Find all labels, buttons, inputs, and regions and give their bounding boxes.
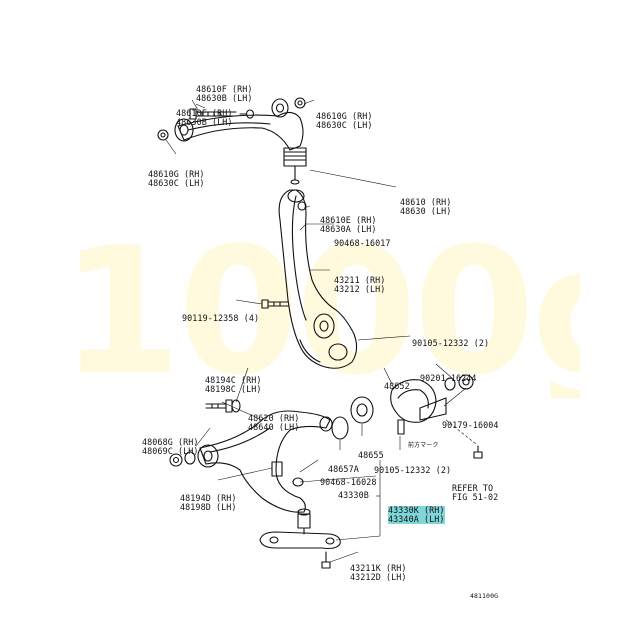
label-lower-arm-asm: 48620 (RH)48640 (LH)	[248, 413, 300, 432]
label-bushing-retainer: 48657A	[328, 464, 359, 474]
diagram-number: 481100G	[470, 592, 499, 600]
label-upper-arm-right: 48610G (RH)48630C (LH)	[316, 111, 373, 130]
label-upper-arm-bolt: 48610F (RH)48630B (LH)	[196, 84, 253, 103]
label-washer-right: 90201-16244	[420, 373, 477, 383]
label-ball-joint: 43330K (RH)43340A (LH)	[388, 488, 445, 542]
upper-bolt-part	[157, 97, 306, 141]
leader-lines	[165, 99, 477, 563]
label-strut-bracket: 48652	[384, 381, 410, 391]
lower-plate-part	[259, 531, 341, 569]
label-ball-joint-sub: 43330B	[338, 490, 369, 500]
stab-link-part	[205, 399, 241, 413]
lower-arm-part	[197, 410, 333, 513]
upper-arm-part	[174, 98, 307, 185]
label-cam-left: 48068G (RH)48069C (LH)	[142, 437, 199, 456]
label-bushing-mid: 48655	[358, 450, 384, 460]
knuckle-bolt-part	[261, 299, 289, 309]
label-lower-arm-bushing: 48194D (RH)48198D (LH)	[180, 493, 237, 512]
label-upper-arm-asm: 48610 (RH)48630 (LH)	[400, 197, 452, 216]
label-knuckle-bolt: 90119-12358 (4)	[182, 313, 260, 323]
label-upper-arm-sub: 48610E (RH)48630A (LH)	[320, 215, 377, 234]
label-stab-link: 48194C (RH)48198C (LH)	[205, 375, 262, 394]
label-bolt-right-mid: 90105-12332 (2)	[374, 465, 452, 475]
label-nut-lower: 90468-16028	[320, 477, 377, 487]
label-upper-bushing: 48610G (RH)48630C (LH)	[148, 169, 205, 188]
label-front-mark: 前方マーク	[408, 442, 439, 449]
knuckle-part	[278, 189, 358, 369]
cam-washer-part	[169, 451, 196, 467]
label-upper-arm-left: 48610F (RH)48630B (LH)	[176, 108, 233, 127]
highlight-ball-joint-lh: 43340A (LH)	[388, 514, 445, 524]
bracket-part	[331, 374, 483, 459]
label-nut-right: 90179-16004	[442, 420, 499, 430]
watermark-text: 1000g	[60, 228, 580, 398]
label-knuckle-lower: 43211K (RH)43212D (LH)	[350, 563, 407, 582]
label-bolt-right-top: 90105-12332 (2)	[412, 338, 490, 348]
label-knuckle: 43211 (RH)43212 (LH)	[334, 275, 386, 294]
label-nut-upper: 90468-16017	[334, 238, 391, 248]
highlight-ball-joint-rh: 43330K (RH)	[388, 505, 445, 515]
